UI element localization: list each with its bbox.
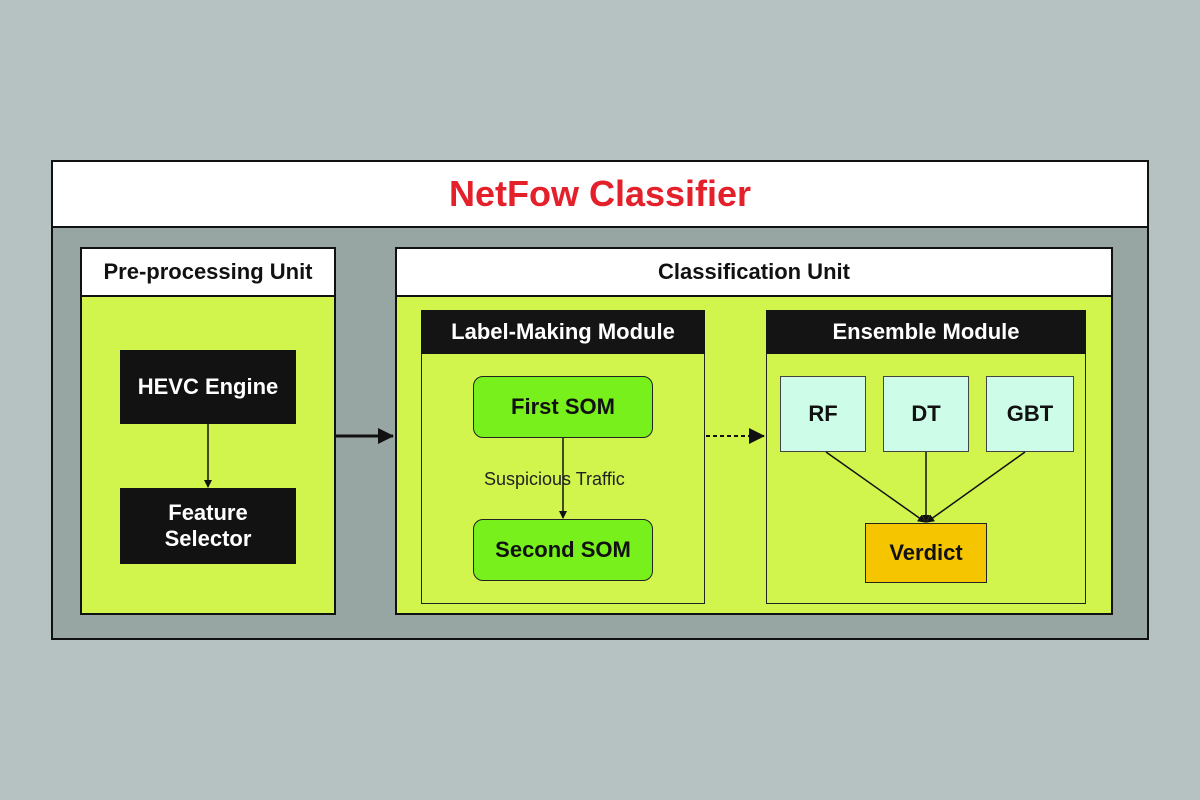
feature-selector-box: Feature Selector	[120, 488, 296, 564]
classification-unit-header: Classification Unit	[395, 247, 1113, 297]
preprocessing-unit-body	[80, 295, 336, 615]
feature-selector-label: Feature Selector	[164, 499, 252, 551]
label-making-module-title: Label-Making Module	[451, 319, 675, 344]
verdict-box: Verdict	[865, 523, 987, 583]
ensemble-module-header: Ensemble Module	[766, 310, 1086, 354]
verdict-label: Verdict	[889, 540, 963, 565]
preprocessing-unit-header: Pre-processing Unit	[80, 247, 336, 297]
label-making-module-header: Label-Making Module	[421, 310, 705, 354]
second-som-label: Second SOM	[495, 537, 631, 562]
first-som-box: First SOM	[473, 376, 653, 438]
preprocessing-unit-title: Pre-processing Unit	[103, 259, 313, 284]
classification-unit-title: Classification Unit	[658, 259, 850, 284]
diagram-title: NetFow Classifier	[448, 173, 752, 214]
dt-model-label: DT	[911, 401, 941, 426]
rf-model-label: RF	[808, 401, 838, 426]
rf-model-box: RF	[780, 376, 866, 452]
suspicious-traffic-label: Suspicious Traffic	[484, 469, 625, 489]
second-som-box: Second SOM	[473, 519, 653, 581]
ensemble-module-title: Ensemble Module	[832, 319, 1020, 344]
dt-model-box: DT	[883, 376, 969, 452]
first-som-label: First SOM	[511, 394, 615, 419]
hevc-engine-box: HEVC Engine	[120, 350, 296, 424]
gbt-model-box: GBT	[986, 376, 1074, 452]
hevc-engine-label: HEVC Engine	[137, 373, 279, 399]
gbt-model-label: GBT	[1006, 401, 1054, 426]
title-bar: NetFow Classifier	[51, 160, 1149, 228]
